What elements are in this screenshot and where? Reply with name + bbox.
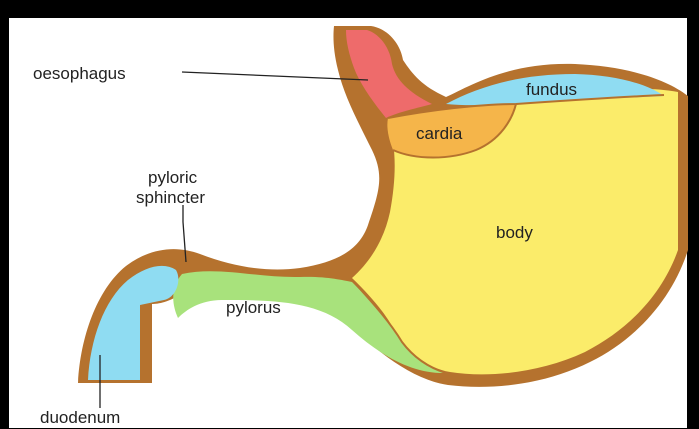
pylorus-label: pylorus — [226, 298, 281, 317]
oesophagus-label: oesophagus — [33, 64, 126, 83]
pyloric-sphincter-label-line1: pyloric — [148, 168, 198, 187]
duodenum-label: duodenum — [40, 408, 120, 427]
cardia-label: cardia — [416, 124, 463, 143]
pyloric-sphincter-label-line2: sphincter — [136, 188, 205, 207]
body-label: body — [496, 223, 533, 242]
fundus-label: fundus — [526, 80, 577, 99]
